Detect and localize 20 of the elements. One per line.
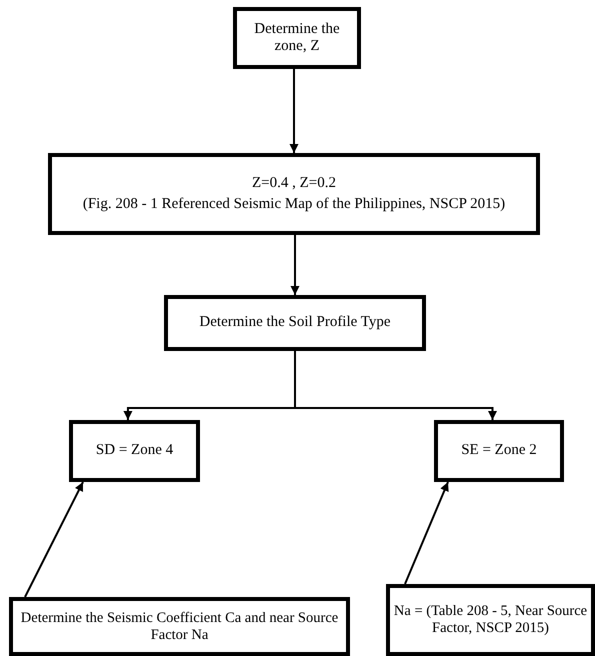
process-box [48,153,540,235]
arrow [290,235,300,295]
box-text: SE = Zone 2 [461,442,537,460]
box-text: SD = Zone 4 [96,442,174,460]
process-box [164,295,426,351]
box-text: Determine the Seismic Coefficient Ca and near Source Factor Na [20,610,340,644]
arrow [24,482,84,598]
box-text: (Fig. 208 - 1 Referenced Seismic Map of the Philippines, NSCP 2015) [82,196,506,214]
process-box [69,420,200,482]
process-box [386,584,595,656]
arrow [294,351,497,420]
arrow [290,69,298,153]
box-text: Na = (Table 208 - 5, Near Source Factor, NSCP 2015) [393,603,588,637]
box-text: Determine the zone, Z [253,20,341,56]
box-text: Determine the Soil Profile Type [199,314,391,332]
process-box [9,597,350,656]
arrow [404,482,449,584]
box-text: Z=0.4 , Z=0.2 [252,174,336,192]
process-box [434,420,564,482]
process-box [233,7,361,69]
